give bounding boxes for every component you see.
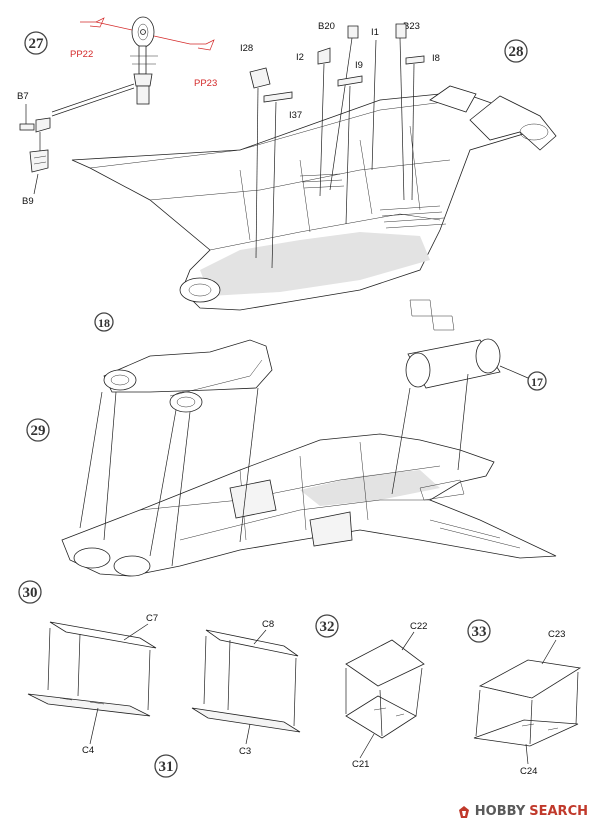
b9-label: B9 xyxy=(22,196,34,207)
step-33-number: 33 xyxy=(472,624,487,640)
intake-duct-18: 18 xyxy=(94,312,273,413)
part-17-cylinder: 17 xyxy=(405,338,547,391)
i8-part xyxy=(405,55,425,65)
c3-part xyxy=(191,707,301,733)
c24-part xyxy=(473,719,579,747)
step-29-number: 29 xyxy=(31,423,46,439)
pp23-label: PP23 xyxy=(194,78,217,89)
b23-label: B23 xyxy=(403,21,420,32)
fuselage-lower-view xyxy=(61,433,557,577)
i37-part xyxy=(263,91,293,103)
i37-label: I37 xyxy=(289,110,302,121)
step-27-group: 27 PP22 PP23 B7 xyxy=(17,16,217,207)
i28-part xyxy=(249,67,271,89)
step-32-circle xyxy=(315,614,339,638)
c23-label: C23 xyxy=(548,629,565,640)
i9-label: I9 xyxy=(355,60,363,71)
step-31-group: 31 C8 C3 xyxy=(154,619,301,778)
step-30-group: 30 C7 C4 xyxy=(18,580,158,756)
watermark-search: SEARCH xyxy=(529,804,588,819)
i9-part xyxy=(337,75,363,87)
step-27-circle xyxy=(24,31,48,55)
i2-part xyxy=(317,47,331,65)
c3-label: C3 xyxy=(239,746,251,757)
i2-label: I2 xyxy=(296,52,304,63)
step-30-number: 30 xyxy=(23,585,38,601)
c23-part xyxy=(478,659,582,699)
c7-part xyxy=(49,621,157,649)
step-33-circle xyxy=(467,619,491,643)
step-28-group: 28 B20 I1 B23 xyxy=(71,21,557,331)
nose-gear-assembly xyxy=(51,16,158,117)
step-29-group: 29 18 17 xyxy=(26,312,557,577)
b20-part xyxy=(347,25,359,39)
pp23-callout: PP23 xyxy=(153,35,217,89)
step-31-circle xyxy=(154,754,178,778)
step-28-number: 28 xyxy=(509,44,524,60)
pp22-callout: PP22 xyxy=(70,17,133,60)
c24-label: C24 xyxy=(520,766,537,777)
step-31-number: 31 xyxy=(159,759,174,775)
c22-label: C22 xyxy=(410,621,427,632)
step-33-group: 33 C23 C24 xyxy=(467,619,582,777)
pp22-label: PP22 xyxy=(70,49,93,60)
step-32-group: 32 C22 C21 xyxy=(315,614,427,770)
c4-part xyxy=(27,693,151,717)
c4-label: C4 xyxy=(82,745,94,756)
part-18-number: 18 xyxy=(98,316,110,330)
hobbysearch-watermark: HOBBY SEARCH xyxy=(457,804,588,819)
step-32-number: 32 xyxy=(320,619,335,635)
step-30-circle xyxy=(18,580,42,604)
c22-part xyxy=(345,639,425,687)
c21-label: C21 xyxy=(352,759,369,770)
hobbysearch-logo-icon xyxy=(458,805,469,818)
step-28-circle xyxy=(504,39,528,63)
i1-label: I1 xyxy=(371,27,379,38)
b20-label: B20 xyxy=(318,21,335,32)
b23-part xyxy=(395,23,407,39)
c7-label: C7 xyxy=(146,613,158,624)
i28-label: I28 xyxy=(240,43,253,54)
b7-b9-parts: B7 B9 xyxy=(17,91,51,207)
fuselage-upper-view xyxy=(71,85,557,331)
step-27-number: 27 xyxy=(29,36,45,52)
watermark-brand: HOBBY xyxy=(474,804,526,819)
b7-label: B7 xyxy=(17,91,29,102)
c8-part xyxy=(205,629,299,657)
i8-label: I8 xyxy=(432,53,440,64)
step-29-circle xyxy=(26,418,50,442)
part-17-number: 17 xyxy=(531,375,543,389)
c8-label: C8 xyxy=(262,619,274,630)
